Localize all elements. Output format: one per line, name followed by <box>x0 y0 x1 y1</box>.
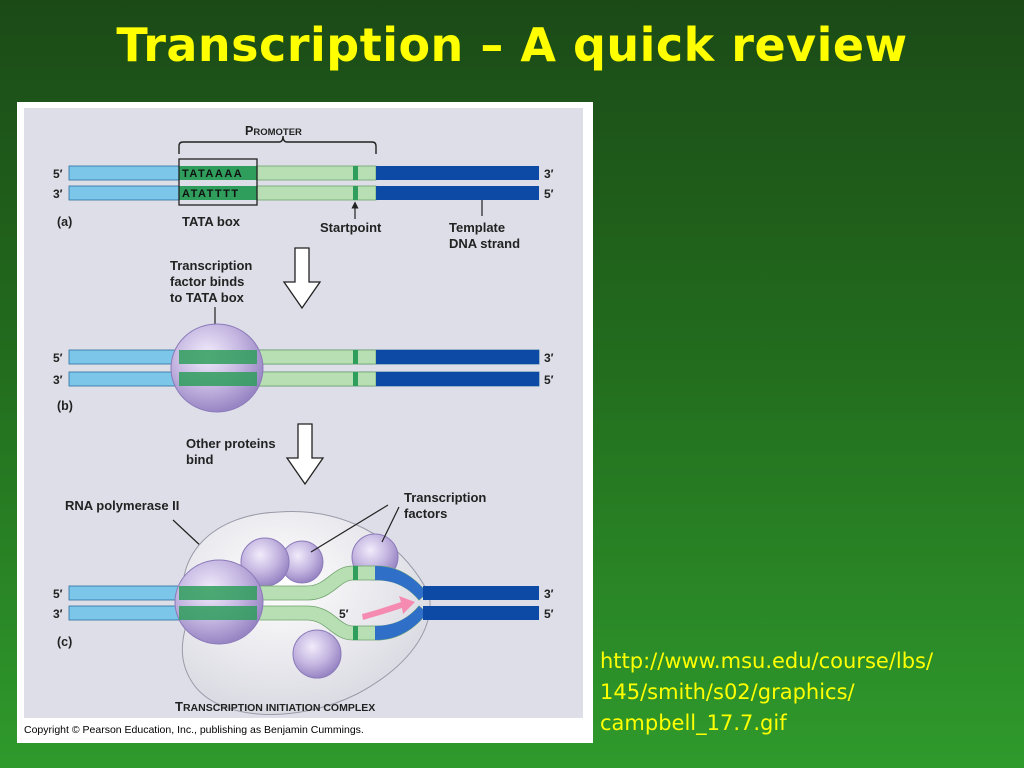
strand-end-label: 3′ <box>53 187 63 201</box>
dna-top-strand-right <box>376 350 539 364</box>
panel-a: PROMOTER TATAAAA ATATTTT 5′ 3′ 3′ 5′ (a) <box>53 124 554 251</box>
step-text: Other proteins <box>186 436 276 451</box>
template-bottom-open <box>375 606 427 640</box>
source-url-line[interactable]: campbell_17.7.gif <box>600 711 787 735</box>
strand-end-label: 5′ <box>53 351 63 365</box>
transcription-factor <box>170 323 264 413</box>
source-url[interactable]: http://www.msu.edu/course/lbs/ 145/smith… <box>600 646 1010 739</box>
tata-box-bottom <box>179 372 257 386</box>
promoter-top <box>256 165 377 181</box>
dna-bottom-strand-right <box>423 606 539 620</box>
promoter-label: PROMOTER <box>245 124 302 138</box>
transcription-diagram: PROMOTER TATAAAA ATATTTT 5′ 3′ 3′ 5′ (a) <box>53 124 554 715</box>
panel-label: (c) <box>57 635 72 649</box>
panel-label: (a) <box>57 215 72 229</box>
startpoint-mark-bottom <box>353 186 358 200</box>
dna-bottom-strand-left <box>68 185 180 201</box>
step-1: Transcription factor binds to TATA box <box>170 247 322 328</box>
panel-c: RNA polymerase II Transcription factors <box>53 490 554 715</box>
panel-b: 5′ 3′ 3′ 5′ (b) <box>53 323 554 413</box>
startpoint-mark-top <box>353 166 358 180</box>
step-text: to TATA box <box>170 290 245 305</box>
dna-bottom-strand-right <box>376 186 539 200</box>
initiation-complex-label: TRANSCRIPTION INITIATION COMPLEX <box>175 699 375 714</box>
template-top-open <box>375 566 427 600</box>
dna-bottom-strand-left <box>68 605 188 621</box>
copyright-notice: Copyright © Pearson Education, Inc., pub… <box>24 724 364 736</box>
dna-top-strand-right <box>423 586 539 600</box>
figure-panel: PROMOTER TATAAAA ATATTTT 5′ 3′ 3′ 5′ (a) <box>17 102 593 743</box>
tata-box-outline <box>178 158 258 206</box>
step-text: factor binds <box>170 274 244 289</box>
step-text: bind <box>186 452 213 467</box>
tata-box-label: TATA box <box>182 214 241 229</box>
strand-end-label: 3′ <box>53 607 63 621</box>
startpoint-mark-bottom <box>353 626 358 640</box>
step-2: Other proteins bind <box>186 423 325 486</box>
dna-top-strand-left <box>68 585 188 601</box>
tata-box-bottom <box>179 186 257 200</box>
rna-polymerase-label: RNA polymerase II <box>65 498 179 513</box>
tata-box-top <box>179 166 257 180</box>
promoter-bottom <box>256 185 377 201</box>
down-arrow-1 <box>282 247 322 310</box>
tf-pointer <box>381 506 400 543</box>
transcription-factors-label: Transcription <box>404 490 486 505</box>
startpoint-label: Startpoint <box>320 220 382 235</box>
strand-end-label: 3′ <box>544 351 554 365</box>
tata-sequence-top: TATAAAA <box>182 168 243 180</box>
rna-5prime-label: 5′ <box>339 607 349 621</box>
dna-bottom-strand-right <box>376 372 539 386</box>
source-url-line[interactable]: 145/smith/s02/graphics/ <box>600 680 855 704</box>
strand-end-label: 3′ <box>544 587 554 601</box>
tf-pointer <box>310 504 389 553</box>
template-label: DNA strand <box>449 236 520 251</box>
tata-sequence-bottom: ATATTTT <box>182 188 240 200</box>
startpoint-mark-top <box>353 566 358 580</box>
promoter-bracket <box>178 135 377 154</box>
tata-box-top <box>179 586 257 600</box>
panel-label: (b) <box>57 399 73 413</box>
strand-end-label: 5′ <box>53 167 63 181</box>
strand-end-label: 5′ <box>53 587 63 601</box>
template-label: Template <box>449 220 505 235</box>
transcription-factor <box>292 629 342 679</box>
down-arrow-2 <box>285 423 325 486</box>
strand-end-label: 5′ <box>544 373 554 387</box>
startpoint-mark-bottom <box>353 372 358 386</box>
dna-top-strand-right <box>376 166 539 180</box>
rna-transcript-arrow <box>362 596 415 620</box>
rna-pol-pointer <box>172 519 204 549</box>
dna-top-strand-left <box>68 165 180 181</box>
strand-end-label: 5′ <box>544 187 554 201</box>
promoter-top <box>256 349 377 365</box>
startpoint-mark-top <box>353 350 358 364</box>
source-url-line[interactable]: http://www.msu.edu/course/lbs/ <box>600 649 934 673</box>
tata-binding-factor <box>174 559 264 645</box>
tata-box-bottom <box>179 606 257 620</box>
transcription-factors-label: factors <box>404 506 447 521</box>
strand-end-label: 5′ <box>544 607 554 621</box>
strand-end-label: 3′ <box>544 167 554 181</box>
strand-end-label: 3′ <box>53 373 63 387</box>
slide-title: Transcription – A quick review <box>116 18 908 72</box>
promoter-bottom <box>256 371 377 387</box>
tata-box-top <box>179 350 257 364</box>
step-text: Transcription <box>170 258 252 273</box>
